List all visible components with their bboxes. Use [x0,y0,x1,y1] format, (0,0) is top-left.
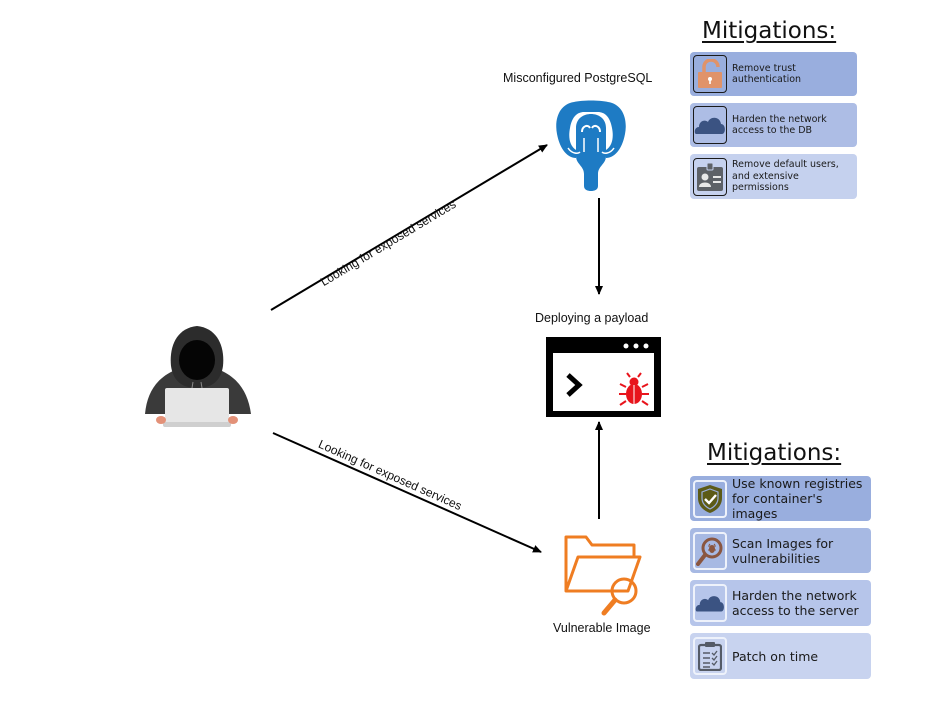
mitigations-db-title: Mitigations: [702,18,837,44]
mitigation-db-item: Harden the network access to the DB [690,103,857,147]
hooded-hacker-icon [145,326,251,427]
mitigations-image-title: Mitigations: [707,440,842,466]
mitigation-db-item: Remove default users, and extensive perm… [690,154,857,199]
cloud-icon [693,584,727,622]
mitigation-image-item: Use known registries for container's ima… [690,476,871,521]
postgresql-elephant-icon [556,100,626,191]
folder-search-icon [564,535,642,616]
postgres-label: Misconfigured PostgreSQL [503,71,653,85]
mitigation-text: Patch on time [732,648,819,664]
payload-label: Deploying a payload [535,311,649,325]
mitigation-image-item: Harden the network access to the server [690,580,871,626]
shield-check-icon [693,479,727,518]
bug-magnifier-icon [693,531,727,570]
mitigation-image-item: Patch on time [690,633,871,679]
arrow-attacker-to-image [272,432,542,553]
mitigation-text: Remove trust authentication [732,62,802,85]
mitigation-text: Use known registries for container's ima… [732,476,863,521]
mitigation-text: Scan Images for vulnerabilities [732,535,834,566]
unlocked-padlock-icon [693,55,727,93]
mitigation-image-item: Scan Images for vulnerabilities [690,528,871,573]
cloud-icon [693,106,727,144]
mitigation-text: Remove default users, and extensive perm… [732,159,839,194]
mitigation-db-item: Remove trust authentication [690,52,857,96]
clipboard-checklist-icon [693,637,727,675]
arrow-attacker-to-postgres [270,144,548,311]
id-badge-icon [693,157,727,196]
mitigation-text: Harden the network access to the server [732,588,859,618]
terminal-bug-icon [546,337,661,417]
image-label: Vulnerable Image [553,621,651,635]
mitigation-text: Harden the network access to the DB [732,113,827,136]
